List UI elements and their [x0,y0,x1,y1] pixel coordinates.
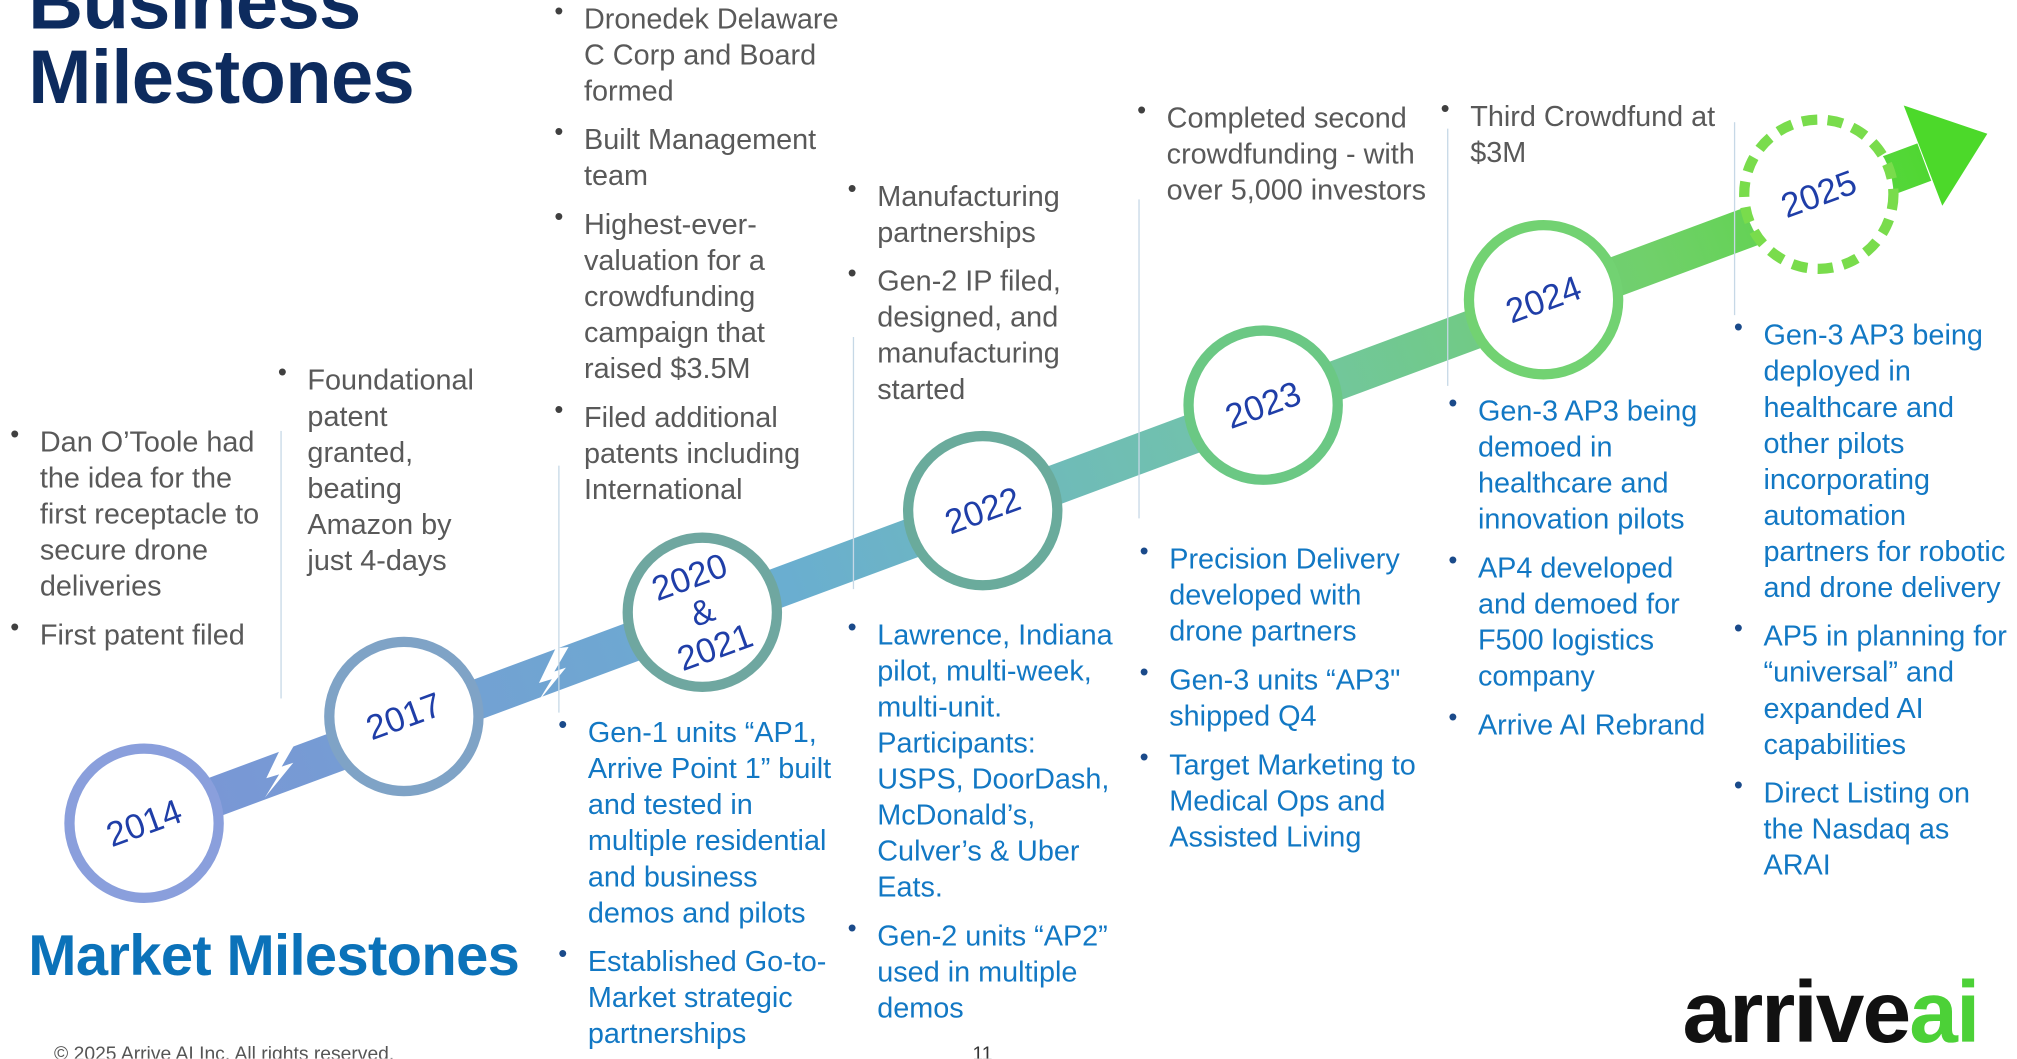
business-milestones-2014: Dan O’Toole had the idea for the first r… [10,417,267,666]
timeline-arrowhead [1903,105,1988,206]
divider-line [852,337,855,590]
arrive-ai-logo: arriveai [1682,969,1980,1056]
divider-line [1138,199,1140,519]
logo-text-arrive: arrive [1682,963,1911,1059]
market-milestones-2022: Lawrence, Indiana pilot, multi-week, mul… [848,610,1128,1039]
bullet-item: Completed second crowdfunding - with ove… [1137,93,1426,208]
year-circle [1463,219,1624,380]
bullet-item: Precision Delivery developed with drone … [1140,534,1436,650]
bullet-item: Gen-2 IP filed, designed, and manufactur… [848,256,1105,408]
business-milestones-2020-2021: Dronedek Delaware C Corp and Board forme… [554,0,840,521]
market-milestones-title: Market Milestones [28,922,520,988]
business-milestones-title: Business Milestones [28,0,415,120]
bullet-item: Third Crowdfund at $3M [1441,91,1718,171]
bullet-item: Highest-ever-valuation for a crowdfundin… [554,199,840,387]
bullet-item: Arrive AI Rebrand [1448,700,1718,743]
bullet-item: Foundational patent granted, beating Ama… [278,355,497,579]
divider-line [558,465,560,713]
bullet-item: Gen-3 AP3 being deployed in healthcare a… [1734,310,2011,606]
bullet-item: Dan O’Toole had the idea for the first r… [10,417,267,604]
bullet-item: Target Marketing to Medical Ops and Assi… [1140,740,1436,855]
bullet-item: Gen-2 units “AP2” used in multiple demos [848,911,1128,1026]
bullet-item: AP5 in planning for “universal” and expa… [1734,611,2011,763]
bullet-item: Gen-3 AP3 being demoed in healthcare and… [1448,386,1718,538]
business-milestones-2024: Third Crowdfund at $3M [1441,91,1718,184]
year-circle [622,532,783,693]
year-circle [902,430,1063,591]
year-circle [64,743,224,903]
bullet-item: First patent filed [10,610,267,653]
page-number: 11 [972,1043,993,1059]
business-milestones-2023: Completed second crowdfunding - with ove… [1137,93,1426,221]
bullet-item: Manufacturing partnerships [848,171,1105,251]
divider-line [1733,122,1736,316]
year-circle [324,636,484,797]
bullet-item: Gen-3 units “AP3" shipped Q4 [1140,655,1436,734]
bullet-item: Built Management team [554,114,840,194]
lightning-mark-2 [537,647,569,703]
copyright-text: © 2025 Arrive AI Inc. All rights reserve… [54,1043,395,1059]
business-milestones-2022: Manufacturing partnerships Gen-2 IP file… [848,171,1105,421]
bullet-item: AP4 developed and demoed for F500 logist… [1448,543,1718,695]
logo-text-ai: ai [1909,963,1980,1059]
bullet-item: Dronedek Delaware C Corp and Board forme… [554,0,840,109]
divider-line [1447,128,1449,386]
market-milestones-2020-2021: Gen-1 units “AP1, Arrive Point 1” built … [558,707,844,1058]
year-circle [1739,114,1899,274]
market-milestones-2024: Gen-3 AP3 being demoed in healthcare and… [1448,386,1718,757]
lightning-mark-1 [264,742,296,798]
bullet-item: Gen-1 units “AP1, Arrive Point 1” built … [558,707,844,931]
market-milestones-2025: Gen-3 AP3 being deployed in healthcare a… [1734,310,2011,897]
bullet-item: Direct Listing on the Nasdaq as ARAI [1734,768,2011,884]
year-circle [1183,325,1343,485]
bullet-item: Filed additional patents including Inter… [554,392,840,508]
market-milestones-2023: Precision Delivery developed with drone … [1140,534,1436,869]
bullet-item: Lawrence, Indiana pilot, multi-week, mul… [848,610,1128,905]
bullet-item: Established Go-to-Market strategic partn… [558,936,844,1052]
business-milestones-2017: Foundational patent granted, beating Ama… [278,355,497,592]
